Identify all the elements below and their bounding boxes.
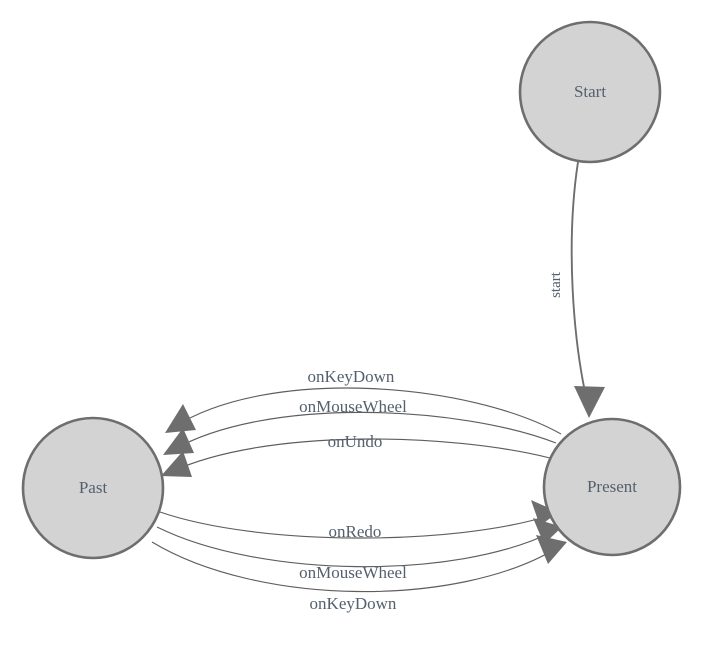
edge-present-to-past-mousewheel[interactable] [163, 411, 557, 455]
edge-label-present-past-undo: onUndo [328, 432, 383, 451]
edge-past-to-present-keydown-path [151, 541, 558, 593]
edge-label-past-present-mousewheel: onMouseWheel [299, 563, 407, 582]
edge-start-to-present[interactable] [570, 161, 605, 418]
node-present-circle [542, 417, 682, 557]
edge-present-to-past-keydown-path [173, 387, 562, 435]
edge-present-to-past-keydown[interactable] [165, 387, 562, 435]
edge-label-past-present-keydown: onKeyDown [310, 594, 397, 613]
node-start-circle [518, 20, 662, 164]
edge-past-to-present-mousewheel-path [156, 526, 553, 568]
node-past-circle [21, 416, 165, 560]
node-present-label: Present [587, 477, 637, 496]
edge-label-start: start [548, 271, 564, 298]
edge-present-to-past-mousewheel-path [172, 411, 557, 451]
edge-past-to-present-keydown[interactable] [151, 535, 567, 593]
edge-label-present-past-keydown: onKeyDown [308, 367, 395, 386]
arrowhead-into-present-2 [533, 518, 562, 544]
node-present[interactable]: Present [542, 417, 682, 557]
arrowhead-into-past-3 [161, 451, 192, 477]
node-start-label: Start [574, 82, 606, 101]
edge-present-to-past-undo[interactable] [161, 438, 551, 477]
arrowhead-into-past-2 [163, 428, 194, 455]
node-start[interactable]: Start [518, 20, 662, 164]
edge-label-present-past-mousewheel: onMouseWheel [299, 397, 407, 416]
node-past[interactable]: Past [21, 416, 165, 560]
edge-label-past-present-redo: onRedo [329, 522, 382, 541]
arrowhead-into-present-top [574, 386, 605, 418]
node-past-label: Past [79, 478, 108, 497]
arrowhead-into-present-3 [536, 535, 567, 564]
edge-present-to-past-undo-path [170, 438, 551, 473]
arrowhead-into-past-1 [165, 404, 196, 433]
edge-past-to-present-redo-path [159, 511, 549, 539]
edge-past-to-present-mousewheel[interactable] [156, 518, 562, 568]
edge-start-to-present-path [570, 161, 590, 411]
